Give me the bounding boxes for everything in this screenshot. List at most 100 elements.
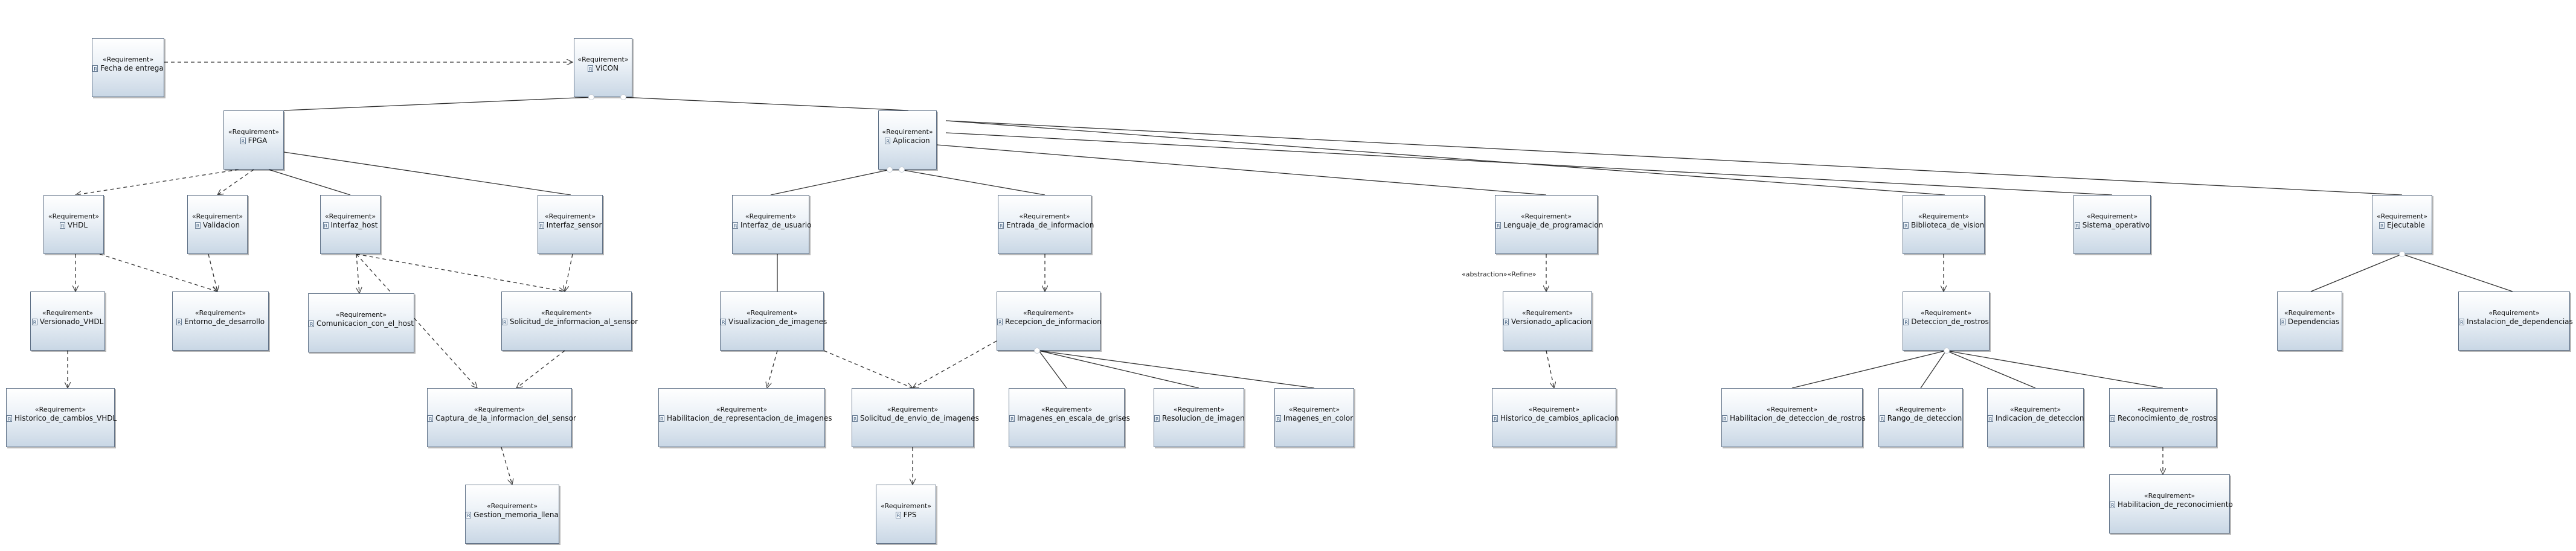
requirement-interfaz-host[interactable]: «Requirement» Interfaz_host bbox=[320, 195, 381, 254]
requirement-habilitacion-de-reconocimiento[interactable]: «Requirement» Habilitacion_de_reconocimi… bbox=[2109, 474, 2233, 533]
requirement-biblioteca-de-vision[interactable]: «Requirement» Biblioteca_de_vision bbox=[1903, 195, 1985, 254]
requirement-vicon[interactable]: «Requirement» ViCON bbox=[574, 38, 632, 97]
dependency-link bbox=[99, 253, 217, 291]
containment-anchor bbox=[1944, 348, 1950, 354]
requirement-icon bbox=[1722, 415, 1727, 424]
requirement-interfaz-de-usuario[interactable]: «Requirement» Interfaz_de_usuario bbox=[732, 195, 812, 254]
dependency-link bbox=[565, 253, 573, 291]
requirement-name: Indicacion_de_deteccion bbox=[1996, 414, 2084, 422]
stereotype-label: «Requirement» bbox=[887, 406, 939, 413]
requirement-icon bbox=[2459, 318, 2464, 327]
requirement-versionado-vhdl[interactable]: «Requirement» Versionado_VHDL bbox=[30, 291, 105, 351]
requirement-indicacion-de-deteccion[interactable]: «Requirement» Indicacion_de_deteccion bbox=[1987, 388, 2084, 447]
requirement-solicitud-de-envio-de-imagenes[interactable]: «Requirement» Solicitud_de_envio_de_imag… bbox=[852, 388, 979, 447]
requirement-icon bbox=[587, 65, 593, 74]
requirement-entrada-de-informacion[interactable]: «Requirement» Entrada_de_informacion bbox=[998, 195, 1094, 254]
requirement-comunicacion-con-el-host[interactable]: «Requirement» Comunicacion_con_el_host bbox=[308, 293, 414, 352]
requirement-icon bbox=[659, 415, 664, 424]
requirement-fps[interactable]: «Requirement» FPS bbox=[876, 485, 936, 544]
requirement-solicitud-de-informacion-al-sensor[interactable]: «Requirement» Solicitud_de_informacion_a… bbox=[501, 291, 638, 351]
stereotype-label: «Requirement» bbox=[48, 212, 100, 220]
requirement-lenguaje-de-programacion[interactable]: «Requirement» Lenguaje_de_programacion bbox=[1495, 195, 1603, 254]
requirement-historico-de-cambios-aplicacion[interactable]: «Requirement» Historico_de_cambios_aplic… bbox=[1492, 388, 1619, 447]
stereotype-label: «Requirement» bbox=[42, 309, 94, 317]
dependency-link bbox=[516, 350, 565, 388]
requirement-ejecutable[interactable]: «Requirement» Ejecutable bbox=[2372, 195, 2432, 254]
dependency-link bbox=[823, 350, 913, 388]
stereotype-label: «Requirement» bbox=[1019, 212, 1070, 220]
stereotype-label: «Requirement» bbox=[745, 212, 797, 220]
requirement-captura-de-la-informacion-del-sensor[interactable]: «Requirement» Captura_de_la_informacion_… bbox=[427, 388, 576, 447]
dependency-link bbox=[356, 253, 477, 388]
abstraction-refine-label: «abstraction»«Refine» bbox=[1462, 270, 1537, 278]
requirement-validacion[interactable]: «Requirement» Validacion bbox=[187, 195, 248, 254]
stereotype-label: «Requirement» bbox=[228, 128, 280, 136]
stereotype-label: «Requirement» bbox=[474, 406, 525, 413]
requirement-imagenes-en-color[interactable]: «Requirement» Imagenes_en_color bbox=[1274, 388, 1354, 447]
requirement-habilitacion-de-representacion-de-imagenes[interactable]: «Requirement» Habilitacion_de_representa… bbox=[658, 388, 832, 447]
containment-link bbox=[899, 169, 1045, 196]
dependency-link bbox=[356, 253, 359, 293]
requirement-interfaz-sensor[interactable]: «Requirement» Interfaz_sensor bbox=[538, 195, 603, 254]
requirement-instalacion-de-dependencias[interactable]: «Requirement» Instalacion_de_dependencia… bbox=[2458, 291, 2573, 351]
containment-link bbox=[945, 132, 2113, 196]
requirement-icon bbox=[721, 318, 726, 327]
requirement-habilitacion-de-deteccion-de-rostros[interactable]: «Requirement» Habilitacion_de_deteccion_… bbox=[1721, 388, 1866, 447]
requirement-name: Habilitacion_de_deteccion_de_rostros bbox=[1730, 414, 1866, 422]
requirement-resolucion-de-imagen[interactable]: «Requirement» Resolucion_de_imagen bbox=[1154, 388, 1245, 447]
stereotype-label: «Requirement» bbox=[541, 309, 593, 317]
requirement-name: Solicitud_de_informacion_al_sensor bbox=[510, 317, 638, 326]
requirement-icon bbox=[852, 415, 858, 424]
requirement-visualizacion-de-imagenes[interactable]: «Requirement» Visualizacion_de_imagenes bbox=[720, 291, 827, 351]
containment-link bbox=[1038, 350, 1315, 389]
stereotype-label: «Requirement» bbox=[324, 212, 376, 220]
requirement-entorno-de-desarrollo[interactable]: «Requirement» Entorno_de_desarrollo bbox=[172, 291, 269, 351]
containment-link bbox=[1945, 350, 2163, 389]
requirement-name: Interfaz_de_usuario bbox=[740, 221, 812, 229]
requirement-name: Visualizacion_de_imagenes bbox=[728, 317, 827, 326]
requirement-icon bbox=[1154, 415, 1160, 424]
requirement-name: Historico_de_cambios_VHDL bbox=[14, 414, 117, 422]
requirement-icon bbox=[1903, 221, 1909, 231]
requirement-name: VHDL bbox=[67, 221, 88, 229]
requirement-recepcion-de-informacion[interactable]: «Requirement» Recepcion_de_informacion bbox=[997, 291, 1102, 351]
stereotype-label: «Requirement» bbox=[1918, 212, 1970, 220]
requirement-icon bbox=[1503, 318, 1509, 327]
requirement-name: Captura_de_la_informacion_del_sensor bbox=[435, 414, 576, 422]
containment-link bbox=[283, 151, 571, 196]
stereotype-label: «Requirement» bbox=[102, 56, 154, 63]
stereotype-label: «Requirement» bbox=[746, 309, 798, 317]
requirement-name: Validacion bbox=[202, 221, 240, 229]
containment-link bbox=[2401, 253, 2513, 292]
requirement-rango-de-deteccion[interactable]: «Requirement» Rango_de_deteccion bbox=[1878, 388, 1963, 447]
requirement-name: Ejecutable bbox=[2387, 221, 2425, 229]
requirement-historico-de-cambios-vhdl[interactable]: «Requirement» Historico_de_cambios_VHDL bbox=[6, 388, 117, 447]
stereotype-label: «Requirement» bbox=[2376, 212, 2428, 220]
requirement-name: Lenguaje_de_programacion bbox=[1503, 221, 1604, 229]
requirement-reconocimiento-de-rostros[interactable]: «Requirement» Reconocimiento_de_rostros bbox=[2109, 388, 2217, 447]
requirement-name: Interfaz_sensor bbox=[546, 221, 602, 229]
requirement-name: Resolucion_de_imagen bbox=[1162, 414, 1245, 422]
requirement-icon bbox=[1879, 415, 1885, 424]
requirement-fecha-de-entrega[interactable]: «Requirement» Fecha de entrega bbox=[92, 38, 164, 97]
requirement-icon bbox=[240, 137, 246, 146]
requirement-gestion-memoria-llena[interactable]: «Requirement» Gestion_memoria_llena bbox=[465, 485, 559, 544]
containment-link bbox=[622, 97, 909, 111]
requirement-dependencias[interactable]: «Requirement» Dependencias bbox=[2277, 291, 2342, 351]
requirement-fpga[interactable]: «Requirement» FPGA bbox=[223, 110, 284, 170]
requirement-sistema-operativo[interactable]: «Requirement» Sistema_operativo bbox=[2073, 195, 2151, 254]
requirement-deteccion-de-rostros[interactable]: «Requirement» Deteccion_de_rostros bbox=[1903, 291, 1990, 351]
requirement-icon bbox=[1903, 318, 1909, 327]
requirement-imagenes-en-escala-de-grises[interactable]: «Requirement» Imagenes_en_escala_de_gris… bbox=[1009, 388, 1130, 447]
requirement-vhdl[interactable]: «Requirement» VHDL bbox=[43, 195, 104, 254]
containment-link bbox=[1791, 350, 1947, 389]
requirement-aplicacion[interactable]: «Requirement» Aplicacion bbox=[878, 110, 937, 170]
requirement-versionado-aplicacion[interactable]: «Requirement» Versionado_aplicacion bbox=[1503, 291, 1592, 351]
stereotype-label: «Requirement» bbox=[882, 128, 933, 136]
stereotype-label: «Requirement» bbox=[2488, 309, 2540, 317]
containment-anchor bbox=[588, 94, 594, 100]
dependency-link bbox=[356, 253, 565, 291]
requirement-name: Recepcion_de_informacion bbox=[1005, 317, 1102, 326]
requirement-name: Biblioteca_de_vision bbox=[1911, 221, 1985, 229]
